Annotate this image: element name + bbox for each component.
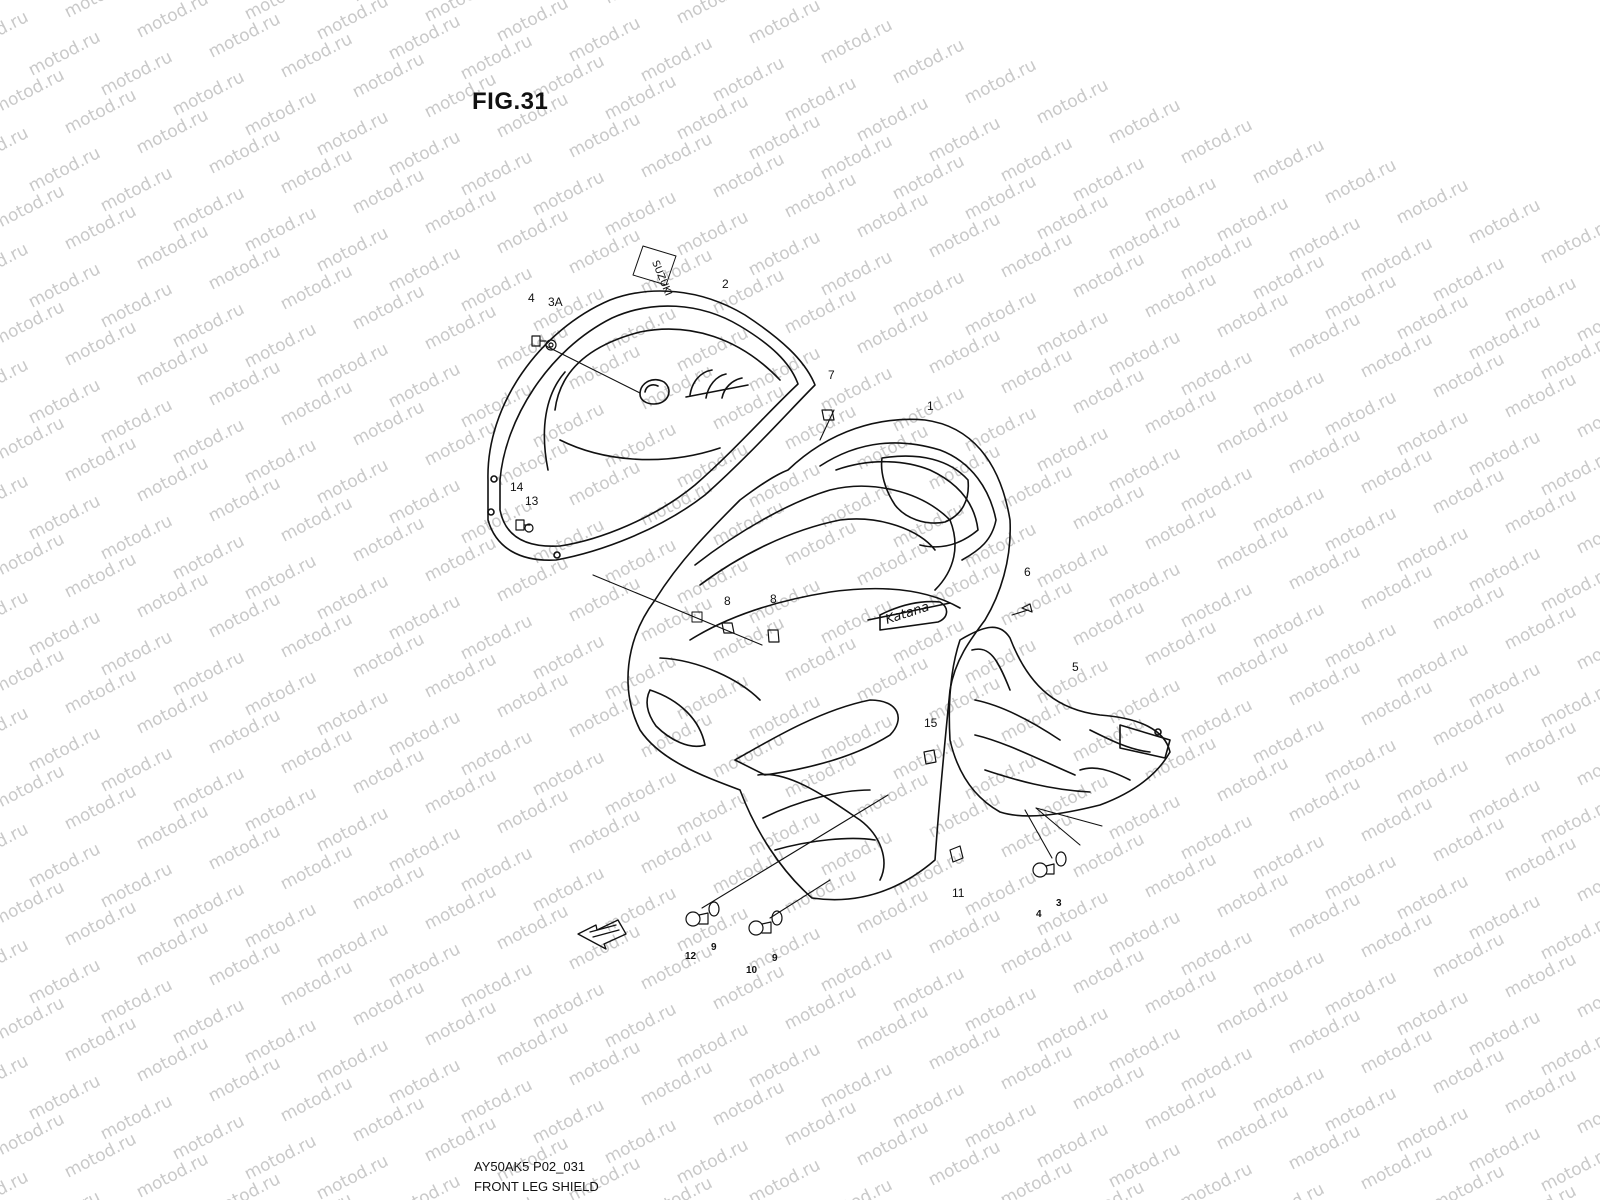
callout-8-right: 8: [770, 592, 777, 606]
callout-9-right: 9: [772, 953, 778, 964]
leader-lines: [545, 345, 1103, 919]
callout-8-left: 8: [724, 594, 731, 608]
callout-15: 15: [924, 716, 938, 730]
washer-icon: [524, 523, 534, 533]
clip-nut-icon: [767, 629, 780, 643]
screw-icon: [748, 920, 772, 936]
washer-icon: [1055, 851, 1067, 867]
screw-icon: [515, 519, 531, 531]
screw-icon: [531, 335, 547, 347]
figure-title: FIG.31: [472, 88, 549, 115]
clip-nut-icon: [821, 409, 835, 421]
clip-nut-icon: [949, 845, 964, 863]
figure-name: FRONT LEG SHIELD: [474, 1179, 599, 1194]
callout-11: 11: [952, 886, 965, 900]
fasteners: [515, 335, 1067, 936]
inner-panel-part-5: [948, 626, 1171, 817]
washer-icon: [771, 910, 783, 926]
callout-4-top: 4: [528, 291, 535, 305]
callout-7: 7: [828, 368, 835, 382]
leg-shield-part-1: Katana: [627, 418, 1012, 901]
washer-icon: [708, 901, 720, 917]
forward-arrow-icon: [577, 919, 627, 950]
callout-1: 1: [927, 399, 934, 413]
callout-6: 6: [1024, 565, 1031, 579]
callout-10: 10: [746, 965, 758, 976]
front-cover-part-2: SUZUKI: [487, 245, 816, 561]
screw-icon: [1032, 862, 1055, 878]
screw-icon: [685, 911, 709, 927]
clip-nut-icon: [721, 622, 735, 634]
callout-9-left: 9: [711, 942, 717, 953]
callout-3-bottom: 3: [1056, 898, 1062, 909]
clip-nut-icon: [923, 749, 937, 765]
figure-code: AY50AK5 P02_031: [474, 1159, 586, 1174]
screw-icon: [1021, 603, 1033, 613]
callout-3a: 3A: [548, 295, 563, 309]
callout-2: 2: [722, 277, 729, 291]
callout-5: 5: [1072, 660, 1079, 674]
callout-4-bottom: 4: [1036, 909, 1042, 920]
callout-13: 13: [525, 494, 539, 508]
callout-14: 14: [510, 480, 524, 494]
washer-icon: [545, 339, 557, 351]
callout-12: 12: [685, 951, 697, 962]
